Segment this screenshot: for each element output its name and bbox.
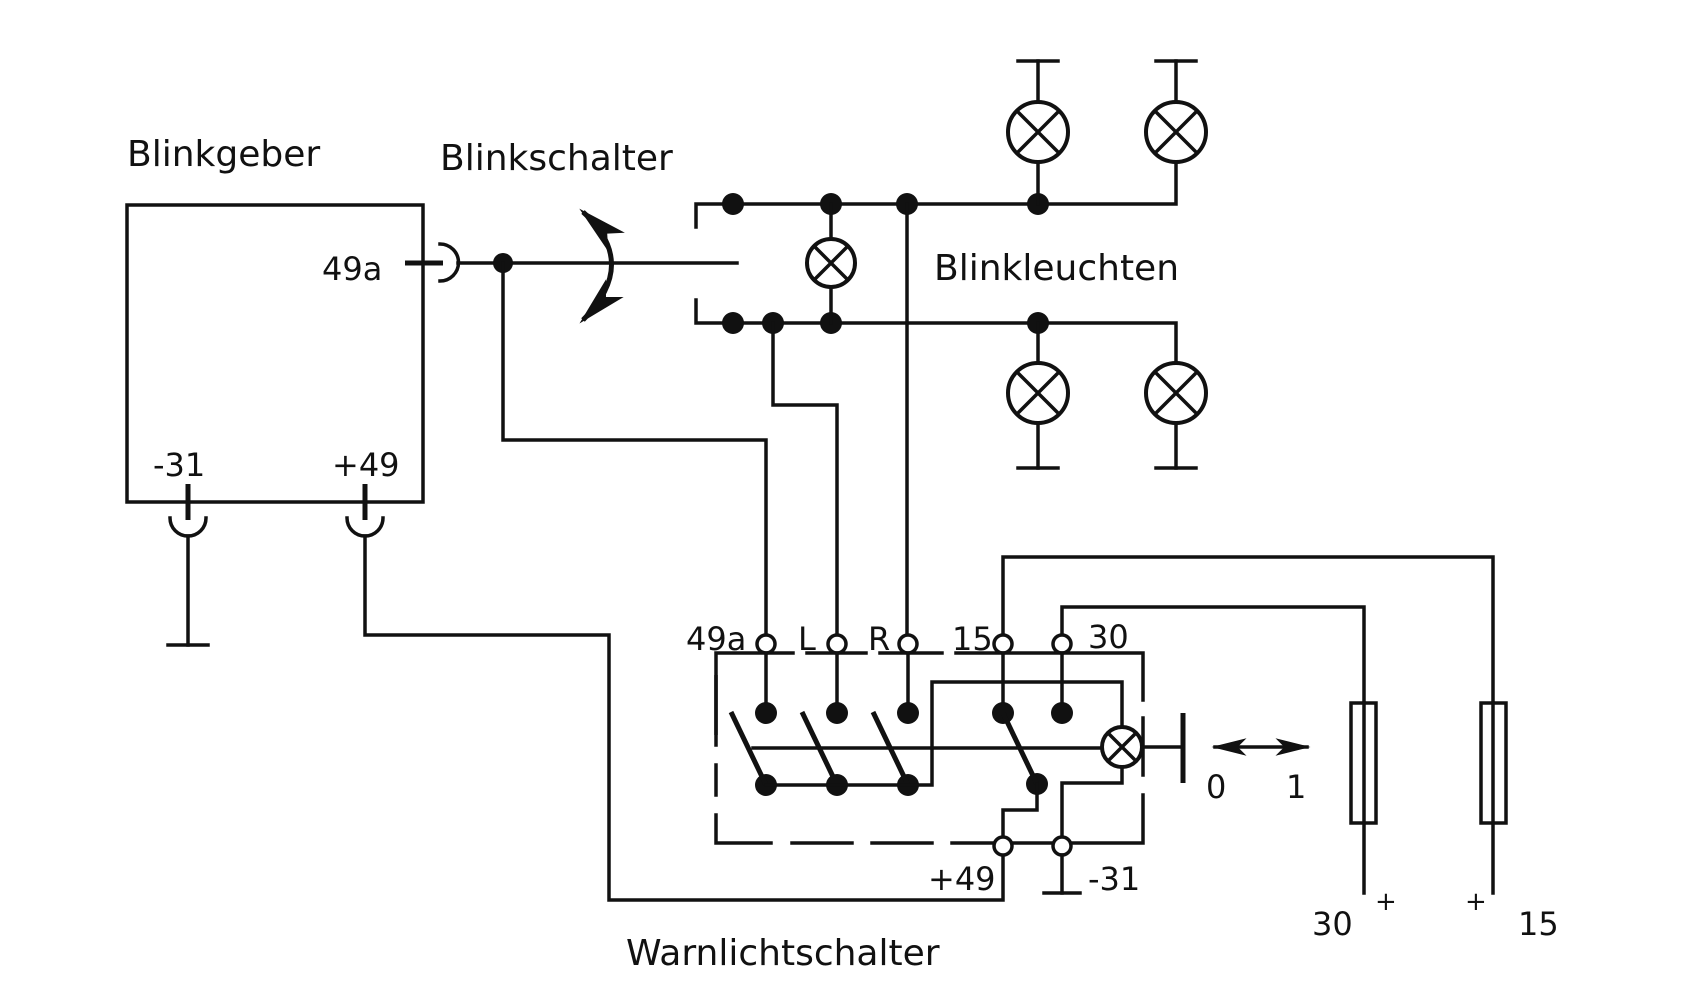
terminal-49a-label: 49a	[686, 620, 746, 658]
lamp-cross-icon	[1144, 100, 1208, 164]
terminal-30-label: 30	[1088, 618, 1129, 656]
fuse-30-label: 30	[1312, 905, 1353, 943]
flasher-pin-49-label: +49	[332, 446, 400, 484]
terminal-L	[826, 633, 848, 655]
terminal-15	[992, 633, 1014, 655]
plug-socket-icon	[345, 516, 385, 538]
terminal-minus31-label: -31	[1088, 860, 1140, 898]
terminal-49a	[755, 633, 777, 655]
plug-socket-icon	[168, 516, 208, 538]
terminal-R	[897, 633, 919, 655]
fuse-30: + 30	[1312, 701, 1397, 943]
flasher-unit-title: Blinkgeber	[127, 134, 320, 175]
turn-lamps-title: Blinkleuchten	[934, 248, 1179, 289]
position-0-label: 0	[1206, 768, 1226, 806]
lamp-cross-icon	[1006, 100, 1070, 164]
terminal-plus49-label: +49	[928, 860, 996, 898]
flasher-pin-49a-label: 49a	[322, 250, 382, 288]
fuse-15-polarity: +	[1465, 887, 1487, 917]
lamp-cross-icon	[1144, 361, 1208, 425]
bottom-right-lamp	[1144, 361, 1208, 470]
fuse-15-label: 15	[1518, 905, 1559, 943]
flasher-unit: 49a -31 +49	[125, 203, 461, 647]
lamp-cross-icon	[1100, 725, 1144, 769]
turn-switch-title: Blinkschalter	[440, 138, 673, 179]
flasher-unit-box	[125, 203, 425, 504]
switch-indicator-lamp	[1100, 725, 1144, 769]
wiring	[363, 163, 1495, 902]
bottom-left-lamp	[1006, 321, 1070, 470]
lamp-cross-icon	[805, 237, 857, 289]
terminal-15-label: 15	[952, 620, 993, 658]
terminal-R-label: R	[868, 620, 890, 658]
fuse-15: + 15	[1465, 701, 1559, 943]
terminal-minus31	[1051, 835, 1073, 857]
terminal-L-label: L	[798, 620, 816, 658]
flasher-pin-31-label: -31	[153, 446, 205, 484]
hazard-switch: 49a L R 15 30	[686, 618, 1311, 898]
lamp-cross-icon	[1006, 361, 1070, 425]
terminal-30	[1051, 633, 1073, 655]
indicator-lamp	[805, 202, 857, 325]
fuse-30-polarity: +	[1375, 887, 1397, 917]
position-1-label: 1	[1286, 768, 1306, 806]
curved-double-arrow-icon	[579, 208, 625, 324]
hazard-switch-title: Warnlichtschalter	[626, 933, 940, 974]
top-left-lamp	[1006, 59, 1070, 206]
terminal-plus49	[992, 835, 1014, 857]
top-right-lamp	[1144, 59, 1208, 164]
